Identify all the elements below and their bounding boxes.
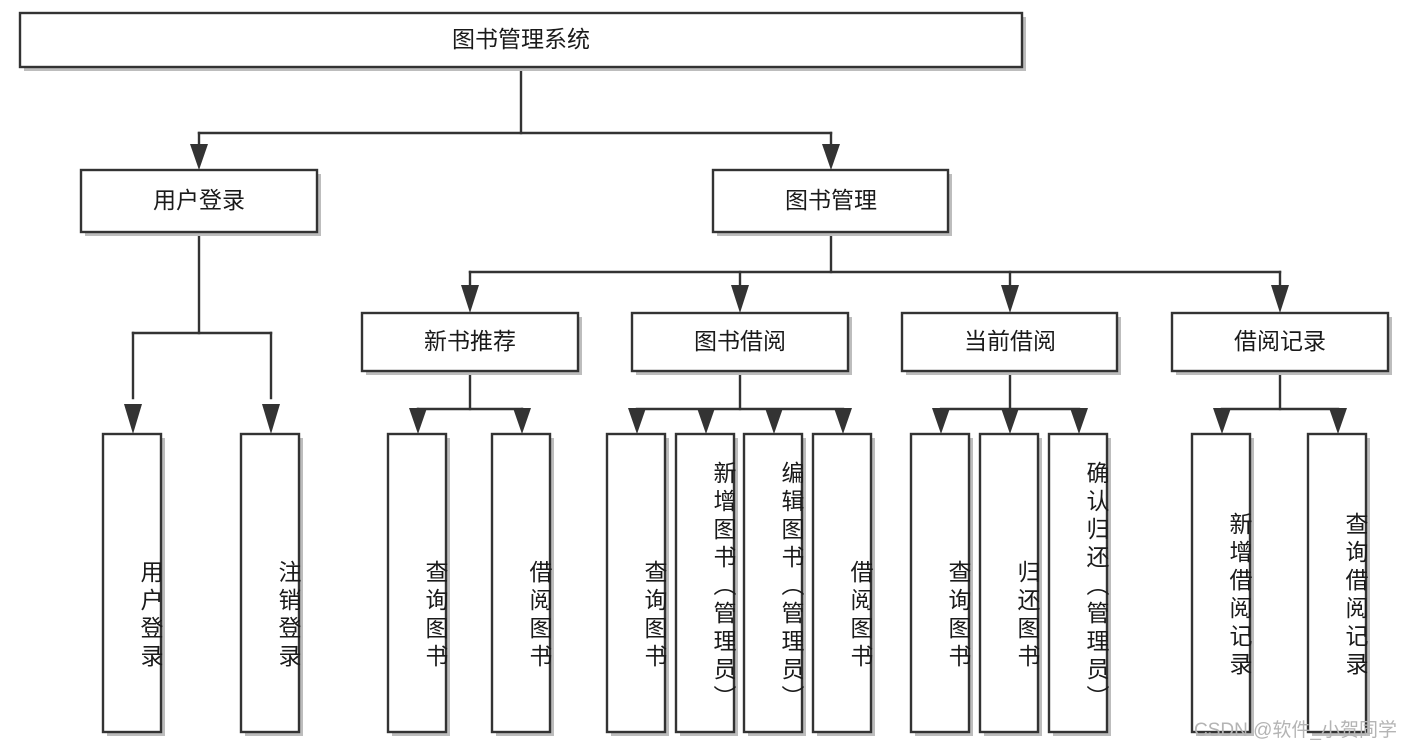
arrow-head-bookborrow-leaf-2 bbox=[697, 408, 715, 434]
arrow-head-borrowrecord-leaf-2 bbox=[1329, 408, 1347, 434]
arrow-head-borrow-record bbox=[1271, 285, 1289, 313]
leaf-nb-query-box[interactable] bbox=[386, 432, 448, 734]
node-layer: 图书管理系统 用户登录 图书管理 新书推荐 图书借阅 当前借阅 借阅记录 bbox=[18, 11, 1392, 736]
node-new-book-label: 新书推荐 bbox=[424, 328, 516, 354]
arrow-head-user-login bbox=[190, 144, 208, 170]
node-user-login-box[interactable] bbox=[79, 168, 319, 234]
arrow-head-leaf-user-login bbox=[124, 404, 142, 434]
node-current-borrow-label: 当前借阅 bbox=[964, 328, 1056, 354]
arrow-head-currentborrow-leaf-3 bbox=[1070, 408, 1088, 434]
node-new-book-box[interactable] bbox=[360, 311, 580, 373]
arrow-head-newbook-leaf-1 bbox=[409, 408, 427, 434]
leaf-bb-query-box[interactable] bbox=[605, 432, 667, 734]
arrow-head-current-borrow bbox=[1001, 285, 1019, 313]
arrow-head-newbook-leaf-2 bbox=[513, 408, 531, 434]
arrow-head-book-mgmt bbox=[822, 144, 840, 170]
node-borrow-record-label: 借阅记录 bbox=[1234, 328, 1326, 354]
arrow-head-bookborrow-leaf-1 bbox=[628, 408, 646, 434]
arrow-head-bookborrow-leaf-4 bbox=[834, 408, 852, 434]
arrow-head-leaf-logout bbox=[262, 404, 280, 434]
node-book-borrow-label: 图书借阅 bbox=[694, 328, 786, 354]
arrow-head-currentborrow-leaf-2 bbox=[1001, 408, 1019, 434]
leaf-br-query-box[interactable] bbox=[1306, 432, 1368, 734]
node-borrow-record-box[interactable] bbox=[1170, 311, 1390, 373]
arrow-head-book-borrow bbox=[731, 285, 749, 313]
arrow-head-bookborrow-leaf-3 bbox=[765, 408, 783, 434]
connector-layer bbox=[124, 65, 1347, 434]
arrow-head-new-book bbox=[461, 285, 479, 313]
leaf-user-login-box[interactable] bbox=[101, 432, 163, 734]
csdn-watermark: CSDN @软件_小贺同学 bbox=[1194, 720, 1397, 741]
node-book-mgmt-label: 图书管理 bbox=[785, 187, 877, 213]
root-node-label: 图书管理系统 bbox=[452, 26, 590, 52]
node-book-mgmt-box[interactable] bbox=[711, 168, 950, 234]
arrow-head-borrowrecord-leaf-1 bbox=[1213, 408, 1231, 434]
node-current-borrow-box[interactable] bbox=[900, 311, 1119, 373]
node-user-login-label: 用户登录 bbox=[153, 187, 245, 213]
leaf-cb-return-box[interactable] bbox=[978, 432, 1040, 734]
arrow-head-currentborrow-leaf-1 bbox=[932, 408, 950, 434]
leaf-cb-confirm-box[interactable] bbox=[1047, 432, 1109, 734]
leaf-bb-add-box[interactable] bbox=[674, 432, 736, 734]
leaf-logout-box[interactable] bbox=[239, 432, 301, 734]
leaf-br-add-box[interactable] bbox=[1190, 432, 1252, 734]
leaf-nb-borrow-box[interactable] bbox=[490, 432, 552, 734]
leaf-cb-query-box[interactable] bbox=[909, 432, 971, 734]
root-node-box[interactable] bbox=[18, 11, 1024, 69]
leaf-bb-edit-box[interactable] bbox=[742, 432, 804, 734]
leaf-bb-borrow-box[interactable] bbox=[811, 432, 873, 734]
node-book-borrow-box[interactable] bbox=[630, 311, 850, 373]
